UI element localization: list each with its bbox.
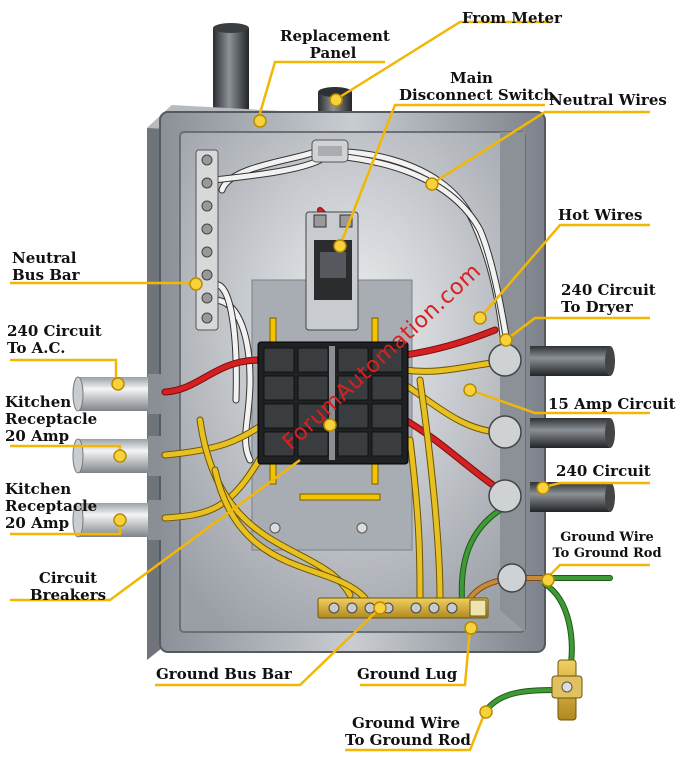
backplate-screw xyxy=(269,522,281,534)
label-ground-lug: Ground Lug xyxy=(357,666,457,683)
label-15-amp-circuit-text: 15 Amp Circuit xyxy=(548,395,676,413)
label-kitchen-receptacle-a: Kitchen Receptacle 20 Amp xyxy=(5,394,97,445)
label-from-meter-text: From Meter xyxy=(462,9,562,27)
conduit-dryer xyxy=(530,346,615,376)
ground-rod xyxy=(551,659,583,721)
label-neutral-wires-text: Neutral Wires xyxy=(549,91,667,109)
label-kitchen-a-line1: Kitchen xyxy=(5,393,72,411)
label-neutral-bus-bar-line2: Bus Bar xyxy=(12,266,80,284)
label-replacement-panel-line2: Panel xyxy=(309,44,357,62)
label-kitchen-a-line3: 20 Amp xyxy=(5,427,70,445)
label-240-circuit-ac: 240 Circuit To A.C. xyxy=(7,323,102,357)
label-240-circuit-dryer: 240 Circuit To Dryer xyxy=(561,282,656,316)
label-ground-wire-bottom-line1: Ground Wire xyxy=(352,714,460,732)
label-ground-wire-top-line1: Ground Wire xyxy=(560,530,654,545)
label-kitchen-a-line2: Receptacle xyxy=(5,410,98,428)
label-240-circuit-dryer-line1: 240 Circuit xyxy=(561,281,656,299)
backplate-screw xyxy=(356,522,368,534)
label-main-disconnect-line2: Disconnect Switch xyxy=(399,86,555,104)
label-240-circuit-ac-line2: To A.C. xyxy=(7,339,66,357)
label-240-circuit: 240 Circuit xyxy=(556,463,651,480)
conduit-15-amp xyxy=(530,418,615,448)
label-kitchen-receptacle-b: Kitchen Receptacle 20 Amp xyxy=(5,481,97,532)
panel-interior-right-wall xyxy=(500,132,525,632)
label-ground-wire-top-line2: To Ground Rod xyxy=(552,546,662,561)
label-neutral-bus-bar-line1: Neutral xyxy=(12,249,77,267)
label-ground-wire-to-ground-rod-bottom: Ground Wire To Ground Rod xyxy=(345,714,471,749)
label-neutral-bus-bar: Neutral Bus Bar xyxy=(12,250,80,284)
label-240-circuit-text: 240 Circuit xyxy=(556,462,651,480)
label-240-circuit-dryer-line2: To Dryer xyxy=(561,298,633,316)
conduit-top-left-end xyxy=(213,23,249,33)
conduit-top-left xyxy=(213,28,249,118)
circuit-wires xyxy=(161,358,504,602)
label-from-meter: From Meter xyxy=(462,10,562,27)
label-kitchen-b-line1: Kitchen xyxy=(5,480,72,498)
leader-dots xyxy=(111,93,555,719)
label-kitchen-b-line2: Receptacle xyxy=(5,497,98,515)
label-ground-bus-bar-text: Ground Bus Bar xyxy=(156,665,292,683)
label-15-amp-circuit: 15 Amp Circuit xyxy=(548,396,676,413)
main-disconnect-switch xyxy=(305,211,359,331)
label-main-disconnect-line1: Main xyxy=(450,69,493,87)
circuit-breakers xyxy=(257,341,409,465)
label-hot-wires: Hot Wires xyxy=(558,207,643,224)
label-ground-wire-bottom-line2: To Ground Rod xyxy=(345,731,471,749)
label-replacement-panel-line1: Replacement xyxy=(280,27,390,45)
neutral-wires xyxy=(210,146,514,464)
label-circuit-breakers: Circuit Breakers xyxy=(28,570,108,604)
label-replacement-panel: Replacement Panel xyxy=(280,27,390,62)
label-240-circuit-ac-line1: 240 Circuit xyxy=(7,322,102,340)
cable-clamp xyxy=(311,139,349,163)
label-kitchen-b-line3: 20 Amp xyxy=(5,514,70,532)
ground-bus-bar xyxy=(317,597,489,619)
neutral-bus-bar xyxy=(195,149,219,331)
label-neutral-wires: Neutral Wires xyxy=(549,92,667,109)
label-circuit-breakers-line2: Breakers xyxy=(29,586,107,604)
label-circuit-breakers-line1: Circuit xyxy=(38,569,98,587)
label-main-disconnect-switch: Main Disconnect Switch xyxy=(399,69,555,104)
leader-lines xyxy=(10,20,650,752)
label-ground-wire-to-ground-rod-top: Ground Wire To Ground Rod xyxy=(552,530,662,562)
label-ground-lug-text: Ground Lug xyxy=(357,665,458,683)
label-ground-bus-bar: Ground Bus Bar xyxy=(156,666,292,683)
label-hot-wires-text: Hot Wires xyxy=(558,206,643,224)
